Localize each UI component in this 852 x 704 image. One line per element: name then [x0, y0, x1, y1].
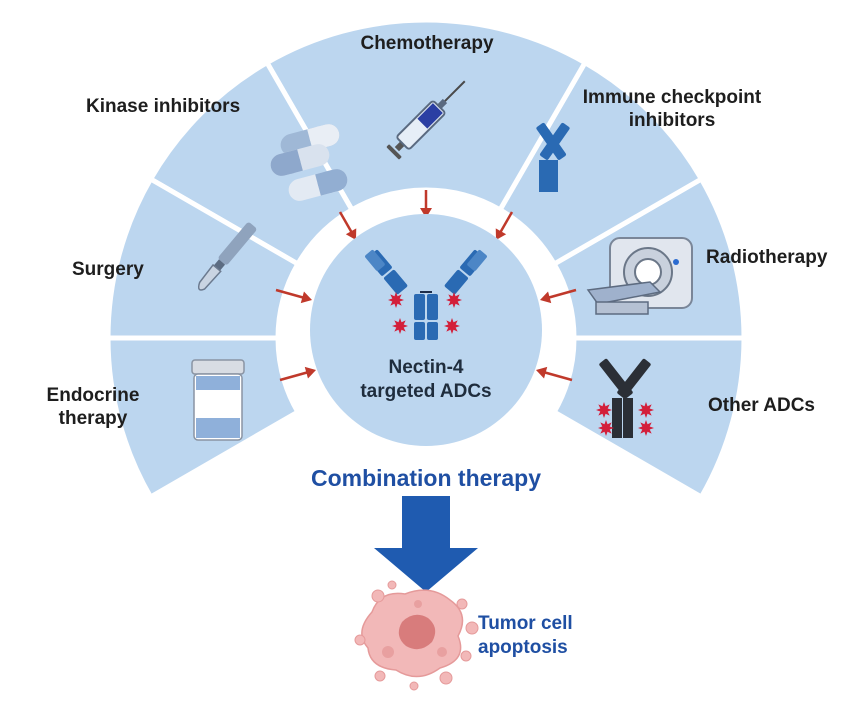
red-arrow	[279, 366, 316, 382]
scalpel-icon	[197, 222, 257, 291]
payload-burst-icon	[598, 420, 614, 436]
pills-icon	[270, 124, 348, 201]
red-arrow	[275, 288, 312, 304]
label-immune-line1: Immune checkpoint	[582, 87, 762, 108]
payload-burst-icon	[444, 318, 460, 334]
nectin4-adc-icon	[365, 250, 487, 340]
center-circle	[310, 214, 542, 446]
label-kinase-inhibitors: Kinase inhibitors	[86, 96, 241, 117]
label-radiotherapy: Radiotherapy	[706, 247, 828, 268]
payload-burst-icon	[638, 420, 654, 436]
payload-burst-icon	[446, 292, 462, 308]
payload-burst-icon	[596, 402, 612, 418]
payload-burst-icon	[638, 402, 654, 418]
syringe-icon	[386, 80, 466, 160]
label-endocrine-line2: therapy	[58, 408, 128, 429]
antibody-icon	[536, 122, 570, 192]
center-label-line1: Nectin-4	[388, 357, 464, 378]
payload-burst-icon	[392, 318, 408, 334]
label-immune-line2: inhibitors	[628, 110, 716, 131]
label-endocrine-therapy: Endocrine therapy	[38, 384, 148, 430]
red-arrow	[338, 211, 357, 240]
tumor-cell-icon	[354, 580, 479, 691]
label-endocrine-line1: Endocrine	[46, 385, 140, 406]
tumor-cell-apoptosis-label: Tumor cell apoptosis	[478, 612, 573, 660]
jar-icon	[191, 359, 245, 441]
tumor-label-line2: apoptosis	[478, 637, 568, 658]
red-arrow	[536, 366, 573, 382]
combination-therapy-title: Combination therapy	[310, 465, 541, 491]
red-arrow	[495, 211, 514, 240]
big-down-arrow	[374, 496, 478, 592]
center-label: Nectin-4 targeted ADCs	[326, 356, 526, 404]
label-chemotherapy: Chemotherapy	[360, 33, 494, 54]
label-other-adcs: Other ADCs	[708, 395, 815, 416]
tumor-label-line1: Tumor cell	[478, 613, 573, 634]
red-arrow	[420, 190, 432, 218]
red-arrows	[275, 190, 577, 382]
label-surgery: Surgery	[72, 259, 144, 280]
label-immune-checkpoint: Immune checkpoint inhibitors	[572, 86, 772, 132]
segment-other-adcs	[550, 335, 747, 501]
center-label-line2: targeted ADCs	[360, 381, 492, 402]
radiotherapy-machine-icon	[586, 237, 693, 315]
payload-burst-icon	[388, 292, 404, 308]
other-adc-icon	[596, 358, 654, 438]
red-arrow	[540, 288, 577, 304]
